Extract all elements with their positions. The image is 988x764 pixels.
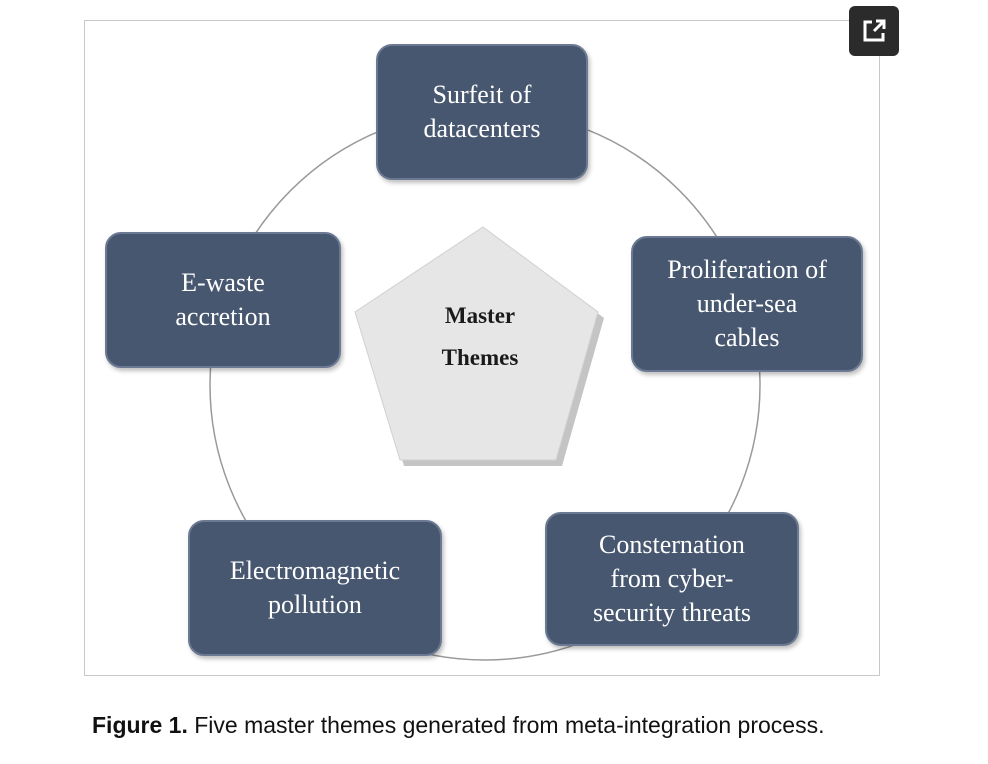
caption-text: Five master themes generated from meta-i… <box>187 712 825 738</box>
theme-box-undersea-cables: Proliferation of under-sea cables <box>631 236 863 372</box>
theme-label-cybersecurity: Consternation from cyber- security threa… <box>592 530 752 627</box>
master-themes-pentagon <box>354 226 604 466</box>
theme-label-undersea-cables: Proliferation of under-sea cables <box>667 255 827 352</box>
figure-caption: Figure 1. Five master themes generated f… <box>92 712 972 739</box>
theme-label-electromagnetic: Electromagnetic pollution <box>229 556 401 619</box>
theme-box-datacenters: Surfeit of datacenters <box>376 44 588 180</box>
external-link-icon <box>863 19 886 42</box>
master-themes-label: Master Themes <box>441 303 519 370</box>
expand-figure-button[interactable] <box>849 6 899 56</box>
caption-label: Figure 1. <box>92 712 188 738</box>
theme-box-cybersecurity: Consternation from cyber- security threa… <box>545 512 799 646</box>
theme-box-electromagnetic: Electromagnetic pollution <box>188 520 442 656</box>
theme-box-ewaste: E-waste accretion <box>105 232 341 368</box>
theme-label-datacenters: Surfeit of datacenters <box>423 80 541 143</box>
theme-label-ewaste: E-waste accretion <box>175 268 271 331</box>
